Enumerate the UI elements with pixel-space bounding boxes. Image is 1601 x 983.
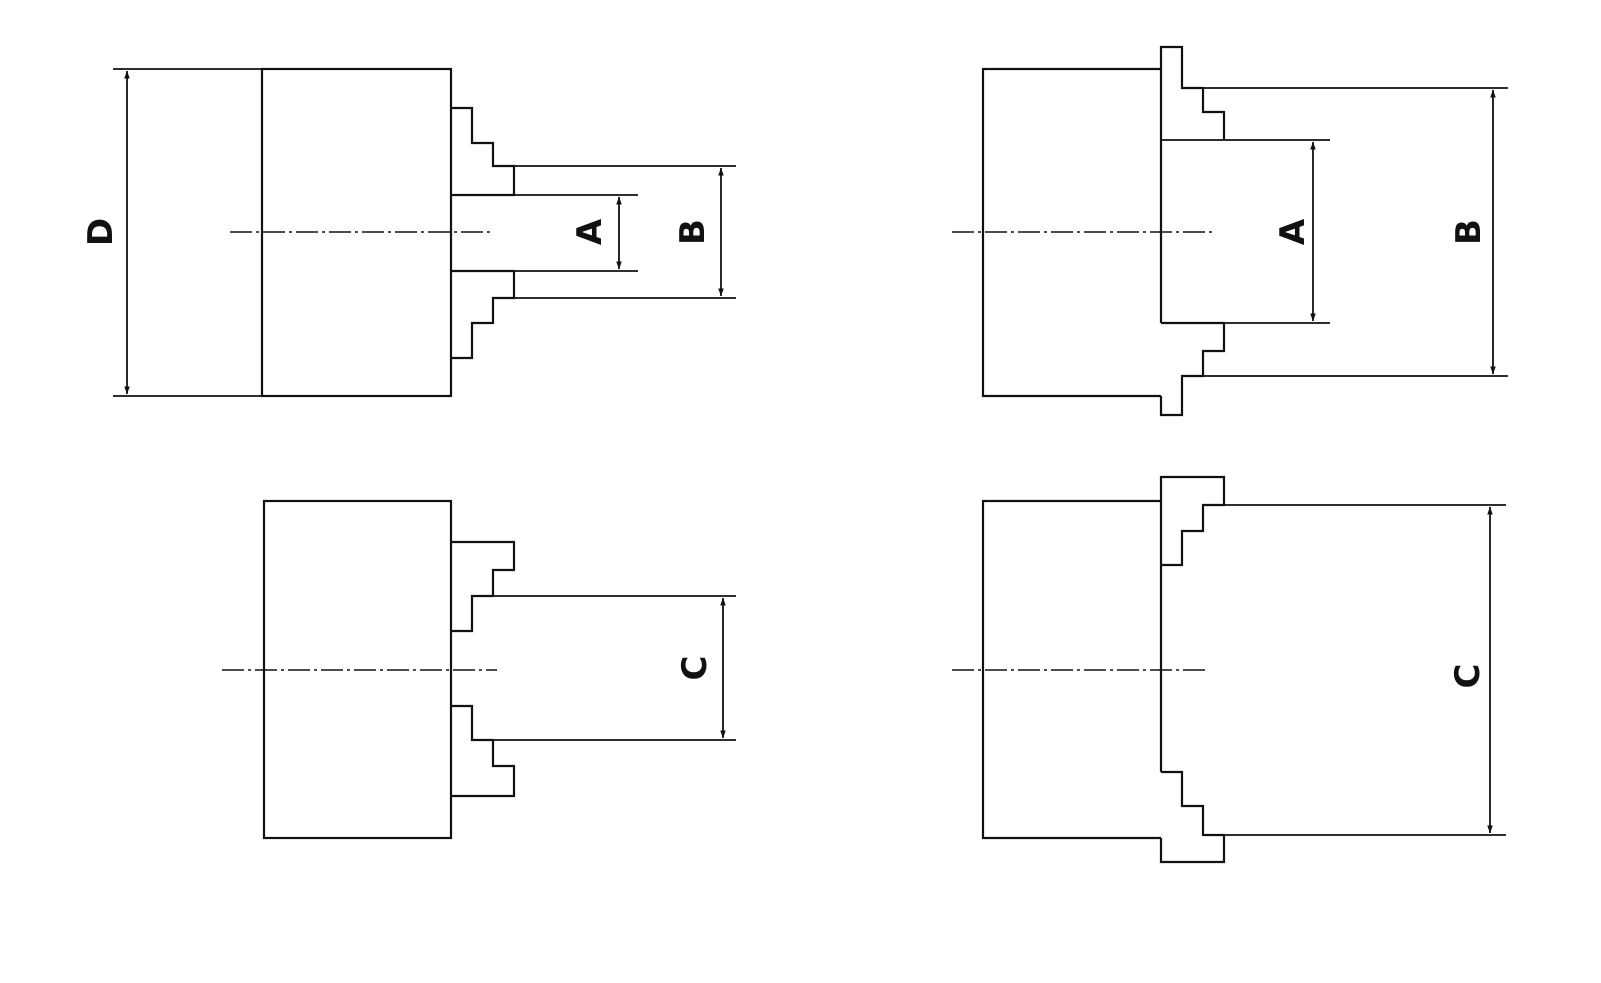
jaw-upper	[451, 106, 516, 197]
chuck-body	[981, 499, 1161, 840]
jaw-upper	[1159, 475, 1226, 567]
jaw-upper	[1159, 45, 1226, 140]
label-c: C	[1448, 664, 1488, 689]
chuck-body	[260, 67, 453, 398]
label-a: A	[570, 218, 610, 245]
jaw-lower	[451, 704, 516, 798]
label-a: A	[1273, 218, 1313, 245]
jaw-lower	[1159, 770, 1226, 864]
view-bottom-left: C	[222, 499, 736, 840]
jaw-lower	[1159, 321, 1226, 417]
label-b: B	[673, 219, 713, 245]
jaw-lower	[451, 269, 516, 360]
view-top-left: D A B	[81, 67, 736, 398]
chuck-body	[981, 67, 1161, 398]
jaw-upper	[451, 540, 516, 633]
label-d: D	[81, 218, 121, 246]
label-c: C	[675, 656, 715, 681]
view-bottom-right: C	[952, 475, 1506, 864]
label-b: B	[1449, 219, 1489, 245]
view-top-right: A B	[952, 45, 1508, 417]
